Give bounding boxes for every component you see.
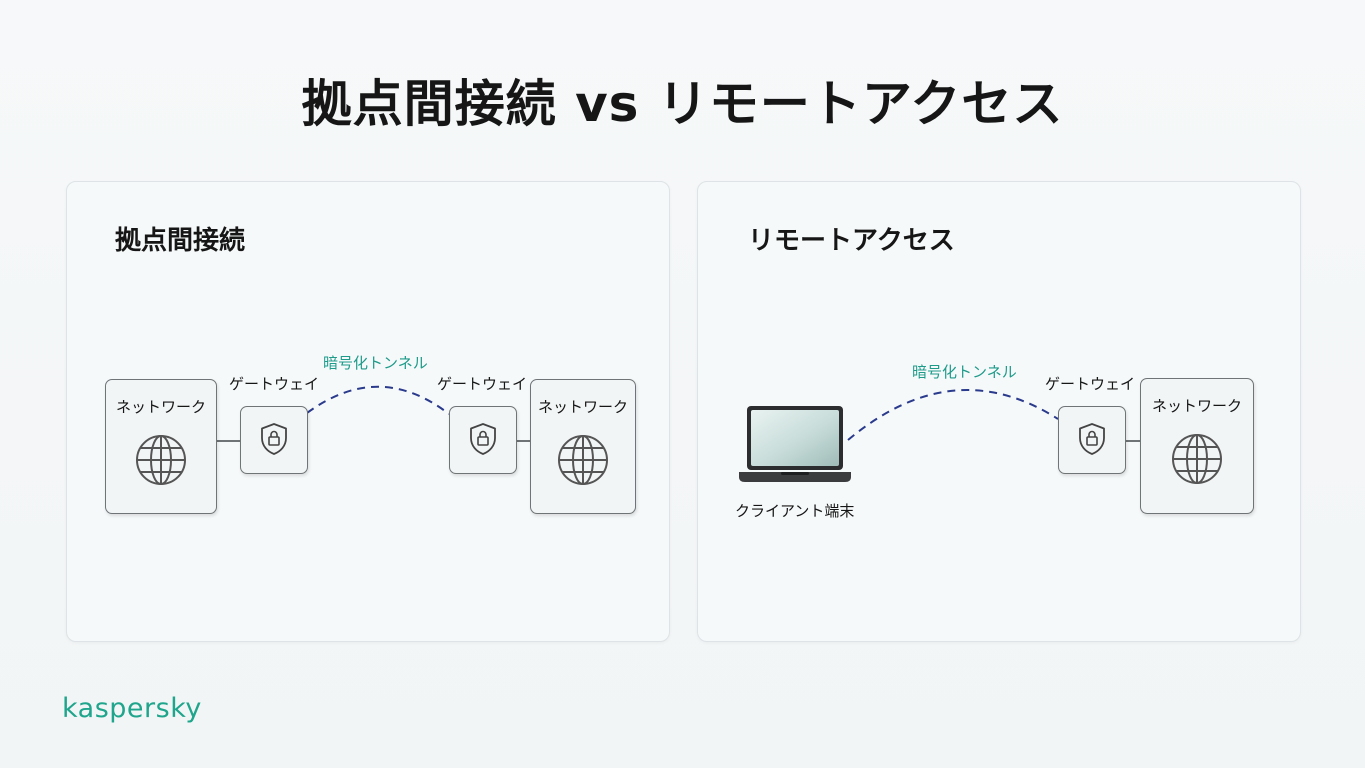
client-device-label: クライアント端末	[735, 502, 855, 520]
tunnel-label: 暗号化トンネル	[323, 354, 428, 372]
gateway-label: ゲートウェイ	[1045, 375, 1136, 393]
globe-icon	[558, 435, 608, 485]
shield-lock-icon	[261, 423, 287, 455]
left-gateway-label: ゲートウェイ	[229, 375, 320, 393]
left-gateway-box	[240, 406, 308, 474]
shield-lock-icon	[1079, 423, 1105, 455]
encrypted-tunnel-line	[847, 389, 1059, 441]
globe-icon	[1172, 434, 1222, 484]
laptop-icon	[739, 406, 851, 482]
remote-access-panel: リモートアクセス クライアント端末 暗号化トンネル ゲートウェイ ネッ	[697, 181, 1301, 642]
tunnel-label: 暗号化トンネル	[912, 363, 1017, 381]
right-gateway-box	[449, 406, 517, 474]
page-title: 拠点間接続 vs リモートアクセス	[301, 75, 1064, 133]
shield-lock-icon	[470, 423, 496, 455]
left-network-label: ネットワーク	[115, 398, 206, 416]
site-to-site-panel: 拠点間接続 ネットワーク ゲートウェイ 暗号化トンネル	[66, 181, 670, 642]
gateway-box	[1058, 406, 1126, 474]
left-network-box: ネットワーク	[105, 379, 217, 514]
globe-icon	[136, 435, 186, 485]
right-network-box: ネットワーク	[530, 379, 636, 514]
left-connector-line	[216, 440, 240, 442]
right-connector-line	[516, 440, 531, 442]
kaspersky-logo: kaspersky	[62, 693, 202, 724]
gateway-connector-line	[1124, 440, 1140, 442]
right-network-label: ネットワーク	[537, 398, 628, 416]
network-label: ネットワーク	[1151, 397, 1242, 415]
remote-access-heading: リモートアクセス	[748, 226, 955, 256]
site-to-site-heading: 拠点間接続	[115, 226, 246, 256]
right-gateway-label: ゲートウェイ	[437, 375, 528, 393]
network-box: ネットワーク	[1140, 378, 1254, 514]
encrypted-tunnel-line	[306, 385, 450, 415]
